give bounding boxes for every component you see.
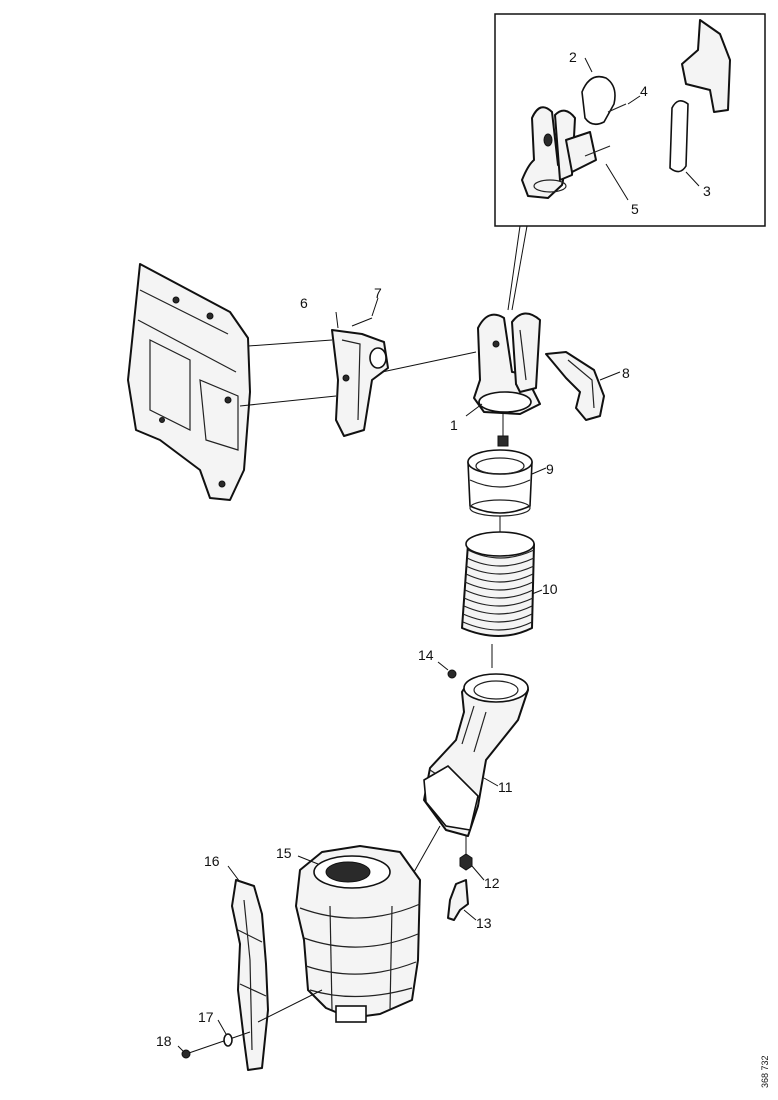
callout-2: 2 (569, 49, 577, 65)
callout-15: 15 (276, 845, 292, 861)
nut-12 (459, 853, 473, 871)
intake-housing-1 (473, 312, 541, 415)
bellows-ribs (462, 549, 535, 631)
callout-4: 4 (640, 83, 648, 99)
inset-pointer-line-a (507, 225, 521, 311)
assembly-line-e (257, 989, 323, 1023)
inset-pointer-line-b (511, 225, 528, 311)
callout-3: 3 (703, 183, 711, 199)
callout-13: 13 (476, 915, 492, 931)
callout-12: 12 (484, 875, 500, 891)
callout-5: 5 (631, 201, 639, 217)
inset-gasket-2 (581, 75, 616, 126)
nut-14 (447, 669, 457, 679)
drawing-reference-number: 368 732 (760, 1055, 770, 1088)
inset-bolt-4 (607, 103, 627, 113)
assembly-line-a (247, 339, 333, 347)
clamp-ring-9 (467, 414, 533, 517)
inset-frame (494, 13, 766, 227)
inset-gasket-3 (669, 100, 689, 173)
elbow-pipe-11 (423, 644, 529, 837)
bellows-hose-10 (461, 516, 535, 637)
assembly-line-c (381, 351, 477, 373)
callout-14: 14 (418, 647, 434, 663)
callout-18: 18 (156, 1033, 172, 1049)
callout-1: 1 (450, 417, 458, 433)
cover-8 (545, 351, 605, 421)
vehicle-frame (127, 263, 251, 501)
assembly-line-b (239, 395, 337, 407)
callout-11: 11 (498, 779, 513, 795)
bolt-18-shaft (185, 1031, 251, 1055)
air-filter-housing-15 (295, 845, 421, 1023)
callout-9: 9 (546, 461, 554, 477)
inset-cover (681, 19, 731, 113)
callout-7: 7 (374, 285, 382, 301)
assembly-line-d (413, 825, 441, 873)
washer-17 (223, 1033, 233, 1047)
bracket-13 (447, 879, 469, 921)
inset-bolt-5 (584, 145, 611, 157)
callout-6: 6 (300, 295, 308, 311)
bracket-6 (331, 329, 389, 437)
detail-inset: 2 4 3 5 (494, 13, 766, 311)
heat-shield-16 (231, 879, 269, 1071)
bolt-7 (351, 317, 373, 327)
inset-bracket-5 (565, 131, 597, 173)
callout-10: 10 (542, 581, 558, 597)
callout-8: 8 (622, 365, 630, 381)
inset-housing (521, 106, 576, 199)
callout-16: 16 (204, 853, 220, 869)
callout-17: 17 (198, 1009, 214, 1025)
